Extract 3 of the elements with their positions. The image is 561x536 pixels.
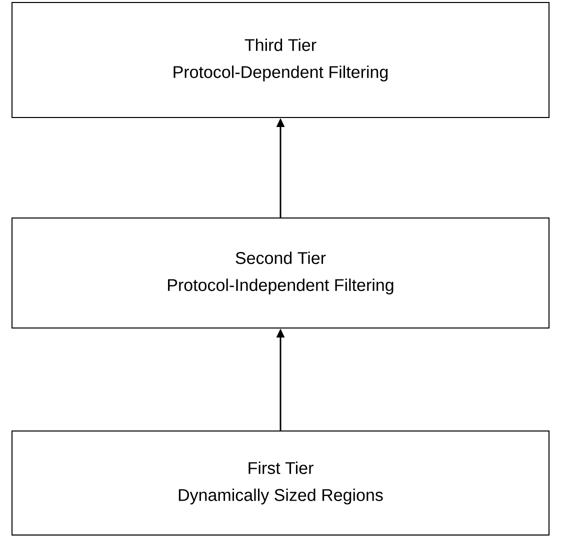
tier-box: Third Tier Protocol-Dependent Filtering xyxy=(12,2,550,118)
tier-box: First Tier Dynamically Sized Regions xyxy=(12,430,550,536)
tier-box: Second Tier Protocol-Independent Filtering xyxy=(12,218,550,328)
